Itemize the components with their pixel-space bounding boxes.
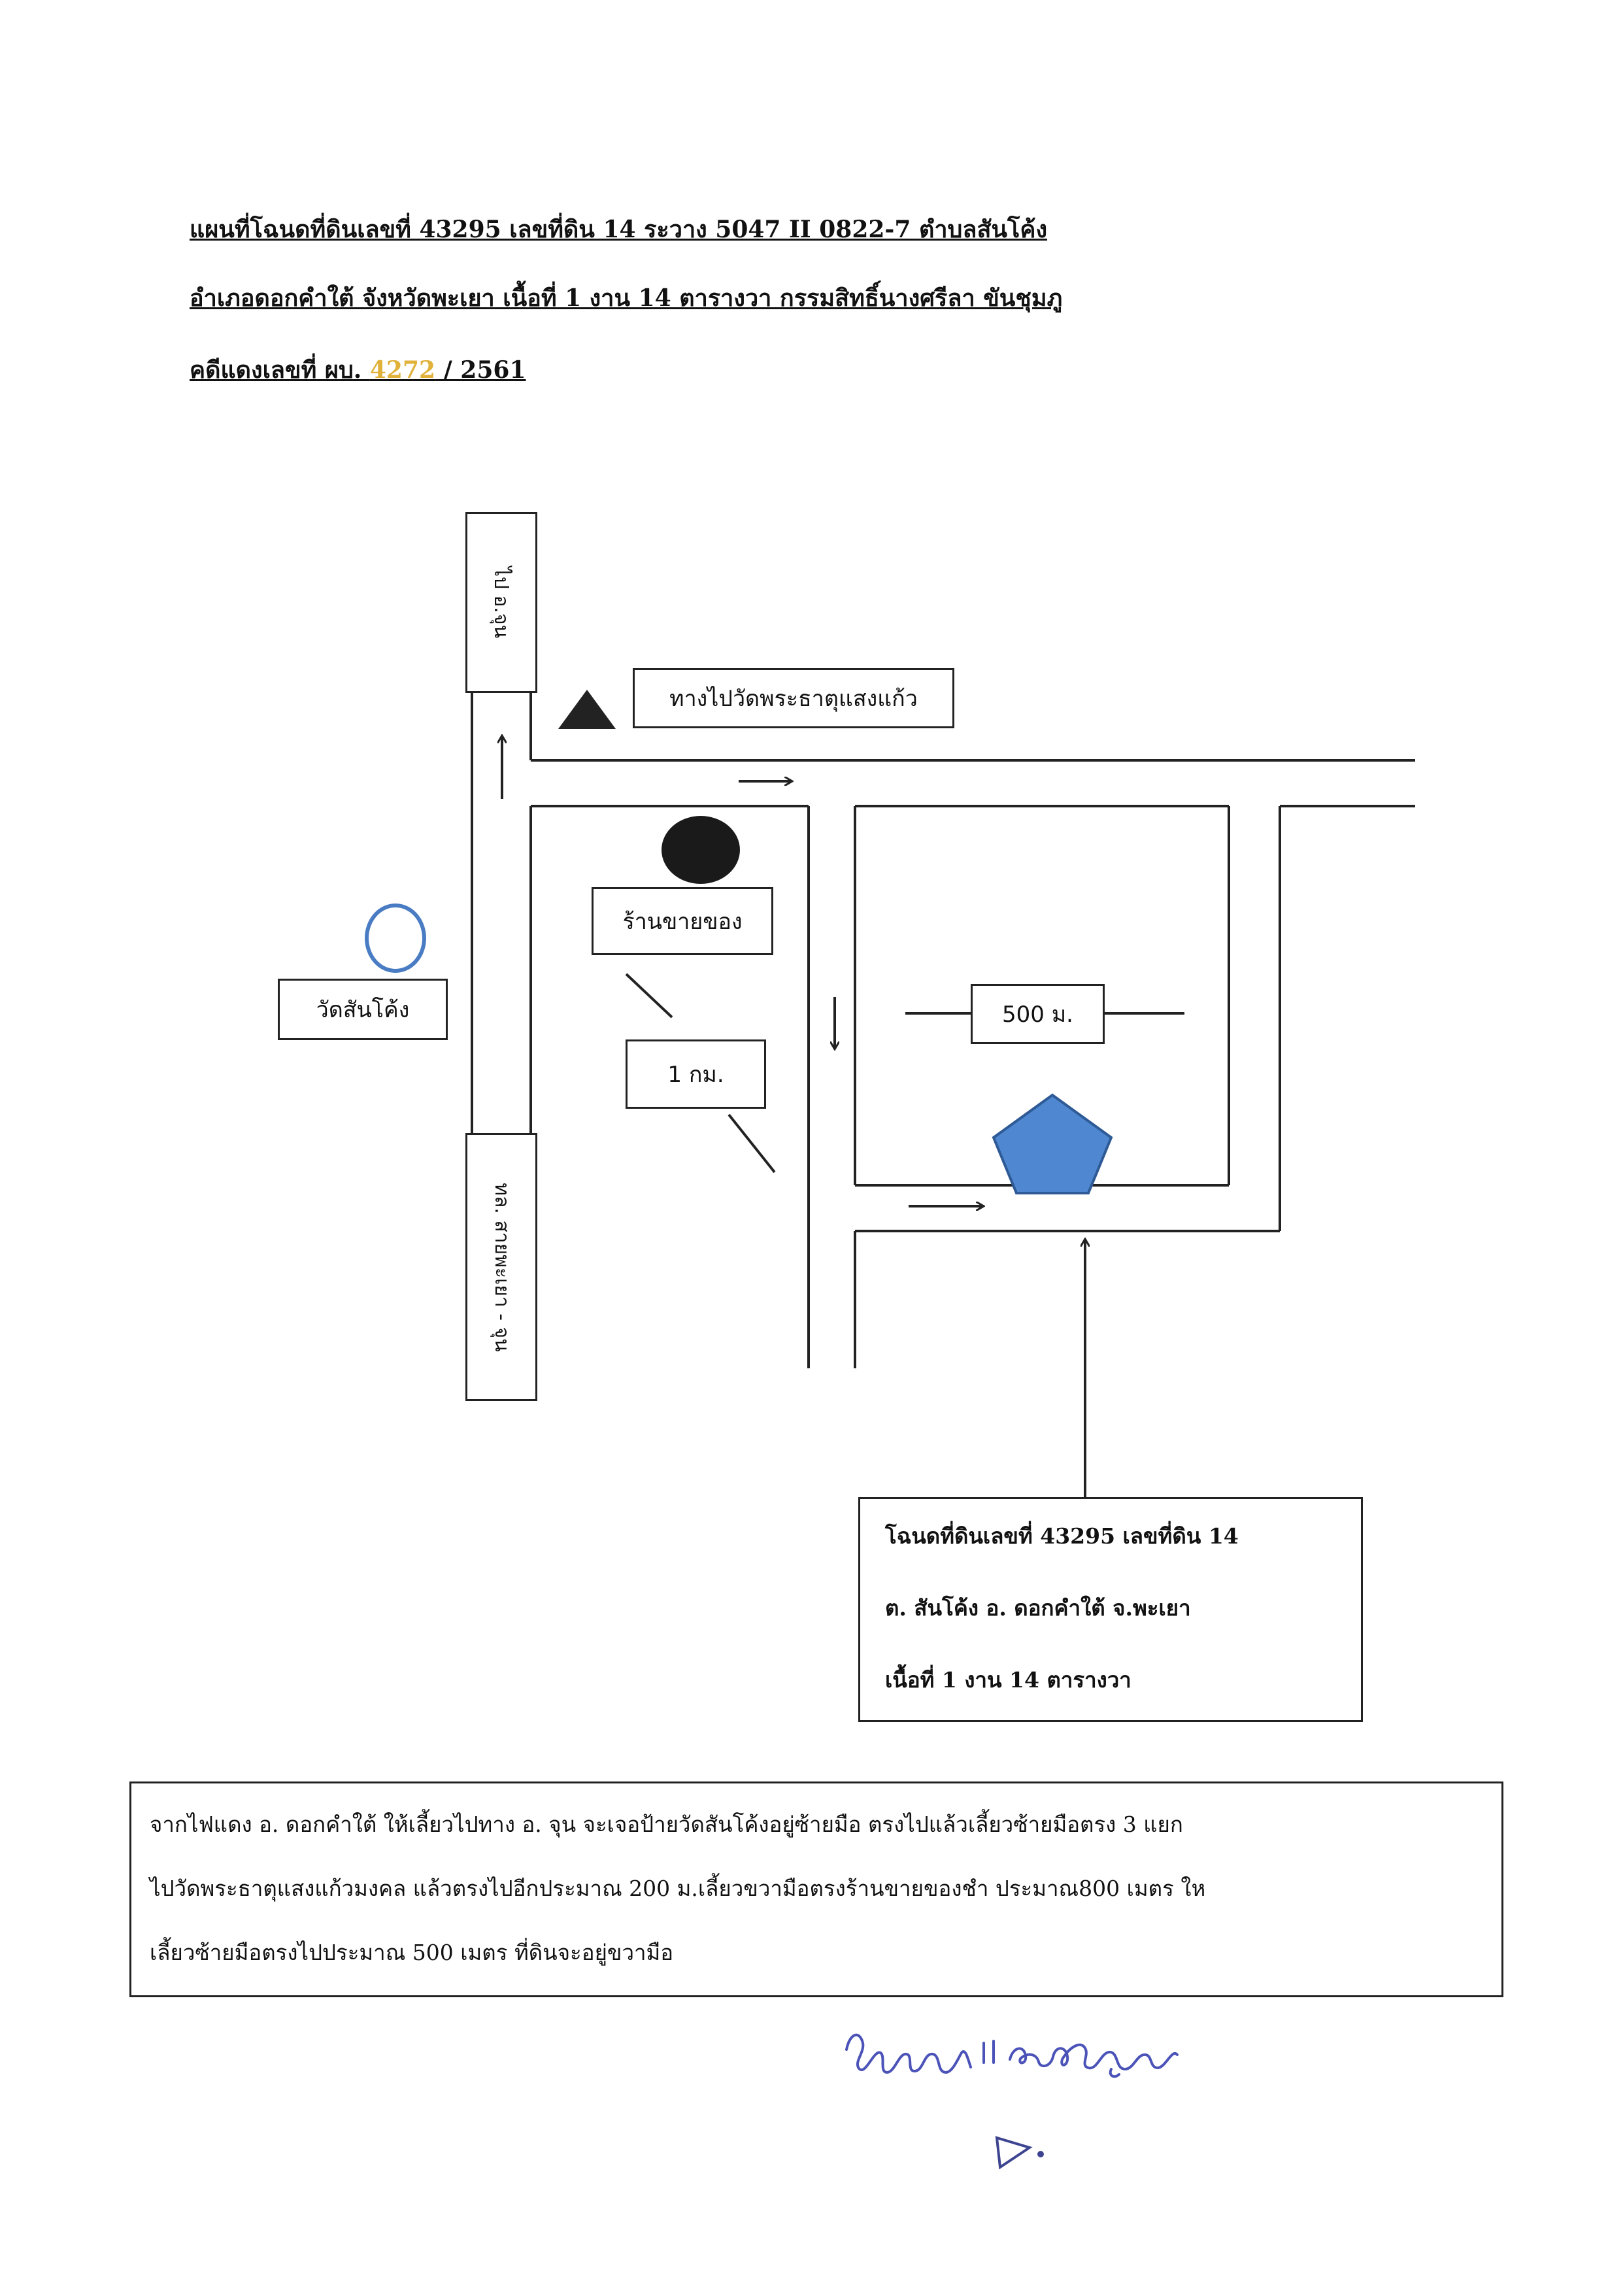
road-label-to-jun: ไป อ.จุน	[465, 512, 537, 693]
shop-label: ร้านขายของ	[592, 887, 773, 955]
distance-1km-label: 1 กม.	[626, 1039, 766, 1109]
directions-box: จากไฟแดง อ. ดอกคำใต้ ให้เลี้ยวไปทาง อ. จ…	[129, 1781, 1503, 1997]
deed-line-2: ต. สันโค้ง อ. ดอกคำใต้ จ.พะเยา	[885, 1595, 1191, 1621]
directions-line-3: เลี้ยวซ้ายมือตรงไปประมาณ 500 เมตร ที่ดิน…	[150, 1940, 674, 1965]
dist-1km-tick-bottom	[728, 1113, 776, 1173]
case-prefix: คดีแดงเลขที่ ผบ.	[190, 356, 370, 384]
deed-line-3: เนื้อที่ 1 งาน 14 ตารางวา	[885, 1667, 1131, 1693]
temple-label: วัดสันโค้ง	[278, 979, 448, 1040]
triangle-landmark-icon	[558, 690, 616, 729]
case-number: 4272	[369, 356, 436, 384]
deed-line-1: โฉนดที่ดินเลขที่ 43295 เลขที่ดิน 14	[885, 1523, 1239, 1549]
distance-500m-label: 500 ม.	[971, 984, 1105, 1044]
shop-marker-icon	[662, 816, 740, 884]
directions-line-1: จากไฟแดง อ. ดอกคำใต้ ให้เลี้ยวไปทาง อ. จ…	[150, 1812, 1183, 1837]
deed-info-box: โฉนดที่ดินเลขที่ 43295 เลขที่ดิน 14 ต. ส…	[858, 1497, 1363, 1722]
case-suffix: / 2561	[435, 356, 526, 384]
dist-1km-tick-top	[625, 973, 673, 1019]
road-label-highway: ทล. สายพะเยา - จุน	[465, 1133, 537, 1401]
land-pentagon-icon	[992, 1093, 1113, 1194]
header-line-3: คดีแดงเลขที่ ผบ. 4272 / 2561	[190, 351, 526, 388]
temple-way-label: ทางไปวัดพระธาตุแสงแก้ว	[633, 668, 954, 728]
header-line-1: แผนที่โฉนดที่ดินเลขที่ 43295 เลขที่ดิน 1…	[190, 216, 1048, 243]
directions-line-2: ไปวัดพระธาตุแสงแก้วมงคล แล้วตรงไปอีกประม…	[150, 1876, 1206, 1901]
header-line-2: อำเภอดอกคำใต้ จังหวัดพะเยา เนื้อที่ 1 งา…	[190, 284, 1063, 312]
temple-circle-icon	[365, 903, 426, 973]
